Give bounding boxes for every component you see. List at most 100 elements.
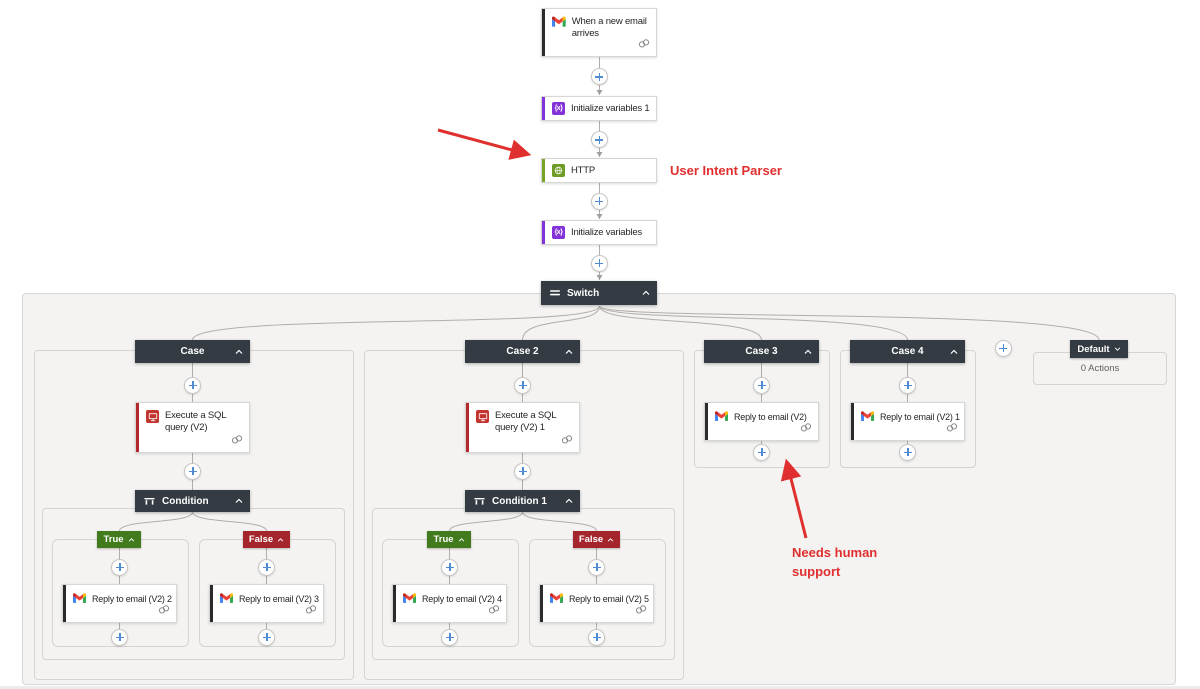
true-branch-tag-1[interactable]: True bbox=[97, 531, 141, 548]
insert-step-button[interactable] bbox=[258, 628, 275, 646]
insert-step-button[interactable] bbox=[588, 558, 605, 576]
trigger-card-new-email[interactable]: When a new email arrives bbox=[541, 8, 657, 57]
case-2-label: Case 2 bbox=[506, 346, 539, 357]
variable-braces-icon: {x} bbox=[552, 226, 565, 239]
gmail-accent-bar bbox=[63, 585, 66, 622]
case-4-label: Case 4 bbox=[891, 346, 924, 357]
insert-step-button[interactable] bbox=[590, 254, 608, 272]
http-card[interactable]: HTTP bbox=[541, 158, 657, 183]
insert-step-button[interactable] bbox=[111, 628, 128, 646]
variables-accent-bar bbox=[542, 221, 545, 244]
false-label: False bbox=[578, 534, 604, 545]
chevron-up-icon[interactable] bbox=[565, 496, 573, 507]
add-case-button[interactable] bbox=[994, 339, 1012, 357]
switch-label: Switch bbox=[567, 287, 600, 299]
gmail-accent-bar bbox=[210, 585, 213, 622]
gmail-m-icon bbox=[550, 593, 563, 603]
insert-step-button[interactable] bbox=[441, 628, 458, 646]
link-icon bbox=[638, 35, 650, 53]
condition-1-header[interactable]: Condition bbox=[135, 490, 250, 512]
true-branch-tag-2[interactable]: True bbox=[427, 531, 471, 548]
reply-email-card-1[interactable]: Reply to email (V2) 1 bbox=[850, 402, 965, 441]
insert-step-button[interactable] bbox=[590, 68, 608, 85]
sql-accent-bar bbox=[466, 403, 469, 452]
insert-step-button[interactable] bbox=[899, 376, 916, 394]
reply-email-card[interactable]: Reply to email (V2) bbox=[704, 402, 819, 441]
link-icon bbox=[231, 431, 243, 449]
default-label: Default bbox=[1077, 343, 1110, 355]
insert-step-button[interactable] bbox=[899, 443, 916, 461]
link-icon bbox=[946, 419, 958, 437]
gmail-accent-bar bbox=[851, 403, 854, 440]
chevron-up-icon[interactable] bbox=[950, 346, 958, 357]
insert-step-button[interactable] bbox=[590, 131, 608, 148]
chevron-up-icon bbox=[128, 537, 134, 542]
chevron-up-icon[interactable] bbox=[642, 288, 650, 299]
condition-1-label: Condition bbox=[162, 495, 209, 507]
sql-query-card-2[interactable]: Execute a SQL query (V2) 1 bbox=[465, 402, 580, 453]
chevron-up-icon[interactable] bbox=[804, 346, 812, 357]
false-branch-tag-2[interactable]: False bbox=[573, 531, 620, 548]
initialize-variables-1-card[interactable]: {x} Initialize variables 1 bbox=[541, 96, 657, 121]
initialize-variables-card[interactable]: {x} Initialize variables bbox=[541, 220, 657, 245]
sql-server-icon bbox=[476, 410, 489, 423]
case-4-header[interactable]: Case 4 bbox=[850, 340, 965, 363]
switch-icon bbox=[550, 289, 560, 297]
chevron-up-icon[interactable] bbox=[235, 496, 243, 507]
chevron-up-icon bbox=[277, 537, 284, 542]
insert-step-button[interactable] bbox=[753, 443, 770, 461]
sql-query-card-1[interactable]: Execute a SQL query (V2) bbox=[135, 402, 250, 453]
trigger-accent-bar bbox=[542, 9, 545, 56]
reply-email-card-4[interactable]: Reply to email (V2) 4 bbox=[392, 584, 507, 623]
action-label: HTTP bbox=[571, 164, 596, 176]
default-branch-header[interactable]: Default bbox=[1070, 340, 1128, 358]
insert-step-button[interactable] bbox=[514, 376, 531, 394]
insert-step-button[interactable] bbox=[514, 462, 531, 480]
action-label: Reply to email (V2) 4 bbox=[422, 594, 502, 604]
insert-step-button[interactable] bbox=[111, 558, 128, 576]
gmail-m-icon bbox=[715, 411, 728, 421]
insert-step-button[interactable] bbox=[258, 558, 275, 576]
action-label: Initialize variables bbox=[571, 226, 642, 238]
switch-scope-header[interactable]: Switch bbox=[541, 281, 657, 305]
false-label: False bbox=[248, 534, 274, 545]
globe-icon bbox=[552, 164, 565, 177]
case-2-header[interactable]: Case 2 bbox=[465, 340, 580, 363]
insert-step-button[interactable] bbox=[590, 192, 608, 210]
chevron-up-icon bbox=[458, 537, 464, 542]
insert-step-button[interactable] bbox=[753, 376, 770, 394]
chevron-down-icon bbox=[1114, 347, 1120, 351]
http-accent-bar bbox=[542, 159, 545, 182]
condition-icon bbox=[474, 497, 485, 506]
false-branch-tag-1[interactable]: False bbox=[243, 531, 290, 548]
action-label: Execute a SQL query (V2) bbox=[165, 410, 226, 433]
chevron-up-icon[interactable] bbox=[565, 346, 573, 357]
trigger-label: When a new email arrives bbox=[571, 16, 647, 39]
gmail-m-icon bbox=[403, 593, 416, 603]
chevron-up-icon[interactable] bbox=[235, 346, 243, 357]
true-label: True bbox=[103, 534, 124, 545]
link-icon bbox=[158, 601, 170, 619]
case-1-header[interactable]: Case bbox=[135, 340, 250, 363]
horizontal-scrollbar[interactable] bbox=[0, 686, 1200, 689]
reply-email-card-3[interactable]: Reply to email (V2) 3 bbox=[209, 584, 324, 623]
insert-step-button[interactable] bbox=[588, 628, 605, 646]
insert-step-button[interactable] bbox=[441, 558, 458, 576]
action-label: Reply to email (V2) 3 bbox=[239, 594, 319, 604]
gmail-m-icon bbox=[73, 593, 86, 603]
gmail-m-icon bbox=[861, 411, 874, 421]
gmail-accent-bar bbox=[705, 403, 708, 440]
condition-2-header[interactable]: Condition 1 bbox=[465, 490, 580, 512]
case-3-header[interactable]: Case 3 bbox=[704, 340, 819, 363]
insert-step-button[interactable] bbox=[184, 376, 201, 394]
default-branch-body: 0 Actions bbox=[1080, 363, 1120, 374]
link-icon bbox=[488, 601, 500, 619]
action-label: Reply to email (V2) 5 bbox=[569, 594, 649, 604]
reply-email-card-5[interactable]: Reply to email (V2) 5 bbox=[539, 584, 654, 623]
reply-email-card-2[interactable]: Reply to email (V2) 2 bbox=[62, 584, 177, 623]
link-icon bbox=[635, 601, 647, 619]
insert-step-button[interactable] bbox=[184, 462, 201, 480]
sql-accent-bar bbox=[136, 403, 139, 452]
